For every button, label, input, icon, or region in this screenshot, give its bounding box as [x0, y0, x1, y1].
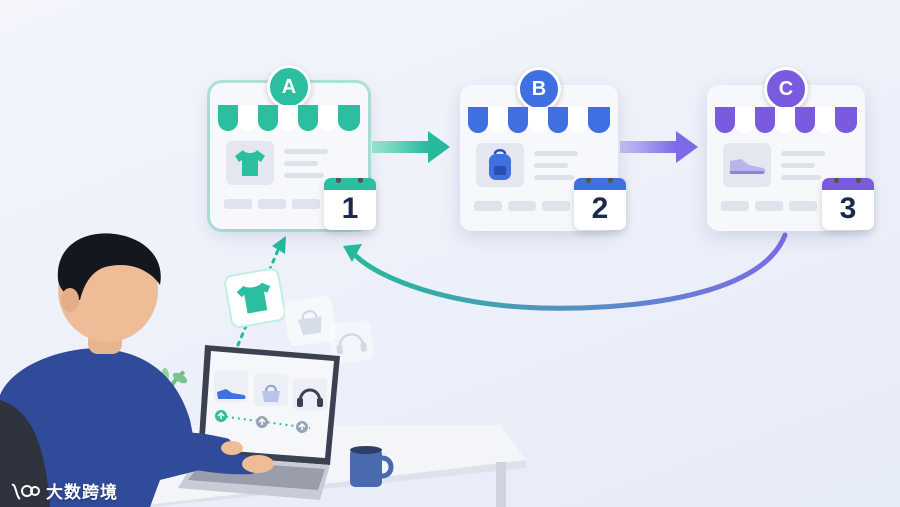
text-line	[781, 151, 825, 156]
laptop-screen-products	[214, 370, 327, 433]
button-placeholder	[721, 201, 749, 211]
text-line	[781, 163, 815, 168]
button-placeholder	[258, 199, 286, 209]
product-image	[476, 143, 524, 187]
button-placeholder	[789, 201, 817, 211]
store-a-badge: A	[267, 65, 311, 109]
button-placeholder	[755, 201, 783, 211]
awning-icon	[715, 107, 857, 133]
chair	[0, 400, 50, 507]
button-placeholder	[224, 199, 252, 209]
calendar-day-2: 2	[574, 178, 626, 230]
store-a-card: A	[210, 65, 368, 229]
calendar-number: 1	[341, 192, 359, 225]
button-placeholder	[508, 201, 536, 211]
product-image	[226, 141, 274, 185]
text-line	[284, 161, 318, 166]
text-line	[781, 175, 821, 180]
button-placeholder	[542, 201, 570, 211]
floating-handbag-tile	[284, 295, 337, 347]
person	[0, 233, 274, 507]
text-line	[284, 149, 328, 154]
awning-icon	[468, 107, 610, 133]
loop-back-arrow	[343, 232, 788, 311]
floating-tshirt-tile	[224, 267, 286, 329]
text-line	[284, 173, 324, 178]
button-placeholder	[474, 201, 502, 211]
product-image	[723, 143, 771, 187]
calendar-day-3: 3	[822, 178, 874, 230]
arrow-b-to-c	[620, 131, 698, 163]
upload-dotted-arrow	[236, 236, 286, 347]
mug-icon	[350, 446, 394, 487]
tshirt-icon	[235, 150, 265, 176]
calendar-day-1: 1	[324, 178, 376, 230]
calendar-number: 2	[591, 192, 609, 225]
text-line	[534, 163, 568, 168]
awning-icon	[218, 105, 360, 131]
store-c-card: C	[707, 67, 865, 231]
text-line	[534, 175, 574, 180]
sneaker-icon	[729, 159, 766, 174]
floating-headphones-tile	[328, 320, 374, 364]
arrow-a-to-b	[372, 131, 450, 163]
text-line	[534, 151, 578, 156]
brand-logo: 大数跨境	[10, 478, 118, 503]
backpack-icon	[489, 149, 511, 180]
logo-mark-icon	[11, 483, 40, 500]
calendar-number: 3	[839, 192, 857, 225]
logo-text: 大数跨境	[46, 483, 118, 502]
button-placeholder	[292, 199, 320, 209]
